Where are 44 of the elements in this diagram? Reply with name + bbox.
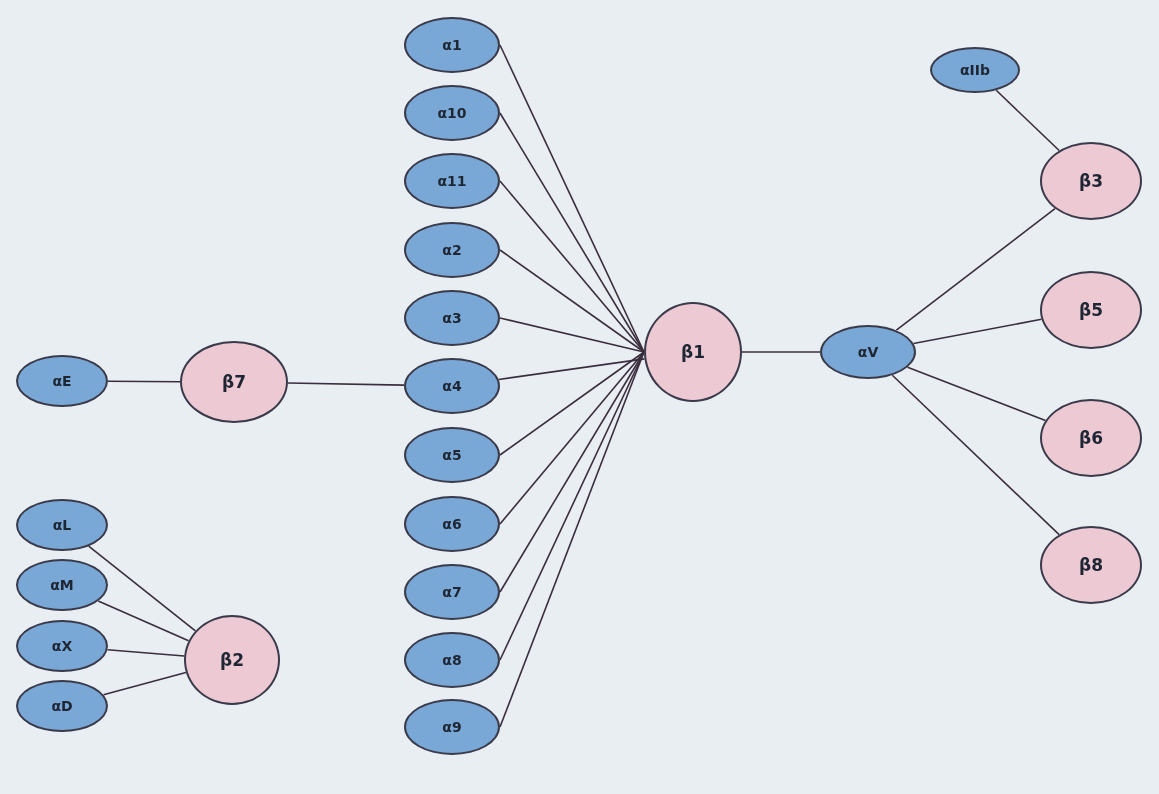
subunit-label: β7	[222, 372, 246, 392]
subunit-label: α10	[437, 105, 467, 121]
connector-line	[499, 351, 645, 456]
subunit-label: αX	[51, 638, 73, 654]
subunit-label: β6	[1079, 428, 1103, 448]
subunit-label: β8	[1079, 555, 1103, 575]
connector-line	[906, 366, 1047, 422]
subunit-label: α7	[442, 584, 462, 600]
subunit-label: α9	[442, 719, 462, 735]
connector-line	[102, 671, 187, 696]
connector-line	[497, 358, 646, 381]
connector-line	[499, 249, 645, 353]
subunit-label: αD	[51, 698, 73, 714]
connector-line	[106, 648, 185, 657]
connector-line	[741, 351, 821, 353]
subunit-label: α6	[442, 516, 462, 532]
subunit-label: α2	[442, 242, 462, 258]
subunit-label: α4	[442, 378, 462, 394]
connector-line	[895, 207, 1056, 332]
connector-line	[912, 318, 1043, 345]
subunit-label: β2	[220, 650, 244, 670]
subunit-label: α11	[437, 173, 467, 189]
subunit-label: αE	[52, 373, 72, 389]
subunit-label: α3	[442, 310, 462, 326]
subunit-label: αM	[50, 577, 74, 593]
subunit-label: αIIb	[959, 62, 991, 78]
subunit-label: α8	[442, 652, 462, 668]
connector-line	[499, 351, 645, 525]
connector-line	[97, 600, 190, 642]
subunit-label: β5	[1079, 300, 1103, 320]
subunit-label: β1	[681, 342, 705, 362]
alpha-subunit-oval	[820, 325, 916, 379]
alpha-subunit-oval	[16, 680, 108, 732]
subunit-label: αL	[52, 517, 72, 533]
alpha-subunit-oval	[16, 559, 108, 611]
connector-line	[499, 180, 645, 353]
subunit-label: α5	[442, 447, 462, 463]
connector-line	[107, 380, 181, 383]
connector-line	[87, 545, 197, 632]
subunit-label: α1	[442, 37, 462, 53]
connector-line	[499, 317, 645, 353]
connector-line	[287, 382, 405, 386]
subunit-label: β3	[1079, 171, 1103, 191]
subunit-label: αV	[857, 344, 879, 360]
